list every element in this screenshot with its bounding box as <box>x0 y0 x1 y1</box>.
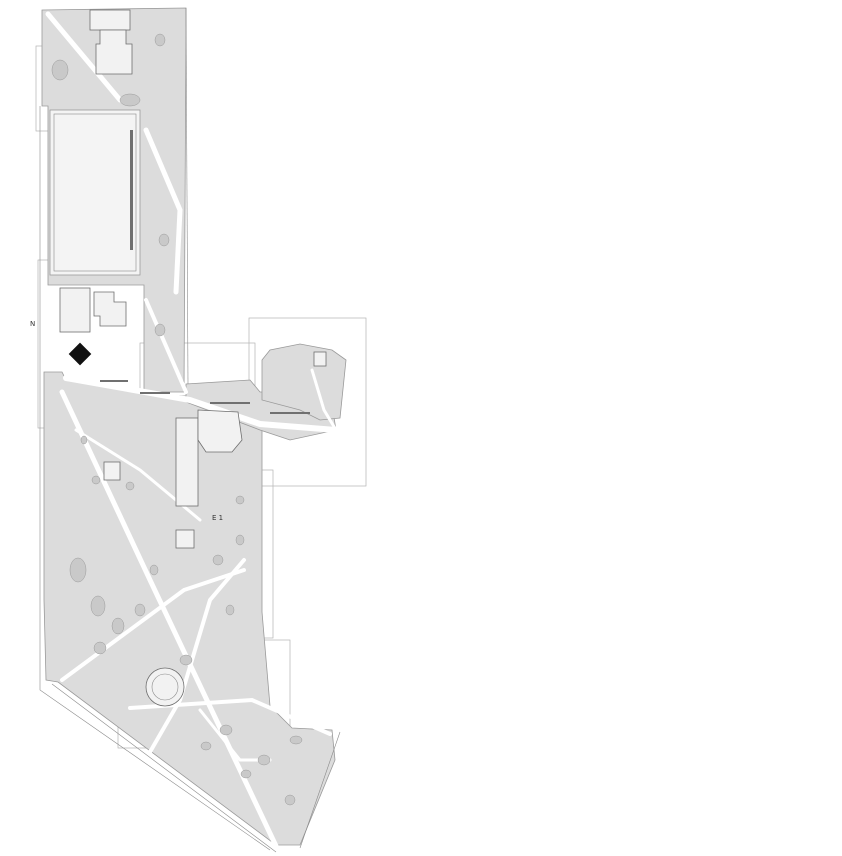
promenade-benches <box>100 130 310 414</box>
tree-clump <box>179 654 193 666</box>
bench-row <box>100 380 128 382</box>
bench-row <box>140 392 170 394</box>
tree-clump <box>134 603 146 617</box>
tree-clump <box>158 233 170 247</box>
bench-row <box>130 130 133 250</box>
planting <box>51 33 303 806</box>
bench-row <box>210 402 250 404</box>
round-plaza <box>145 667 185 707</box>
street-line <box>39 106 271 851</box>
street-lines <box>39 7 341 853</box>
path <box>143 127 183 295</box>
tree-clump <box>289 735 303 745</box>
tree-clump <box>154 33 166 47</box>
building <box>197 409 243 453</box>
tree-clump <box>235 495 245 505</box>
path <box>148 558 246 754</box>
tree-clump <box>80 435 88 445</box>
path <box>45 11 123 103</box>
tree-clump <box>51 59 69 81</box>
building <box>313 351 327 367</box>
tree-clump <box>212 554 224 566</box>
tree-clump <box>284 794 296 806</box>
tree-clump <box>91 475 101 485</box>
tree-clump <box>69 557 87 583</box>
tree-clump <box>93 641 107 655</box>
street-line <box>185 7 189 385</box>
tree-clump <box>225 604 235 616</box>
tree-clump <box>90 595 106 617</box>
building <box>103 461 121 481</box>
sports-field <box>49 109 141 276</box>
tree-clump <box>257 754 271 766</box>
building <box>175 529 195 549</box>
path <box>144 298 188 394</box>
building <box>59 287 91 333</box>
round-plaza-inner <box>151 673 179 701</box>
building <box>95 29 133 75</box>
tree-clump <box>219 724 233 736</box>
street-line <box>299 731 341 849</box>
tree-clump <box>235 534 245 546</box>
bench-row <box>270 412 310 414</box>
pier-walk <box>310 368 338 432</box>
tree-clump <box>149 564 159 576</box>
street-line <box>51 683 277 853</box>
tree-clump <box>200 741 212 751</box>
diagonal-path <box>59 389 279 849</box>
tree-clump <box>111 617 125 635</box>
sports-field-border <box>53 113 137 272</box>
tree-clump <box>154 323 166 337</box>
tree-clump <box>119 93 141 107</box>
building <box>89 9 131 31</box>
path-network <box>45 11 339 849</box>
map-label: E 1 <box>212 514 223 522</box>
tree-clump <box>125 481 135 491</box>
landmark-marker <box>68 342 92 366</box>
building <box>175 417 199 507</box>
buildings <box>59 9 327 549</box>
building <box>93 291 127 327</box>
map-label: N <box>30 320 35 328</box>
tree-clump <box>240 769 252 779</box>
